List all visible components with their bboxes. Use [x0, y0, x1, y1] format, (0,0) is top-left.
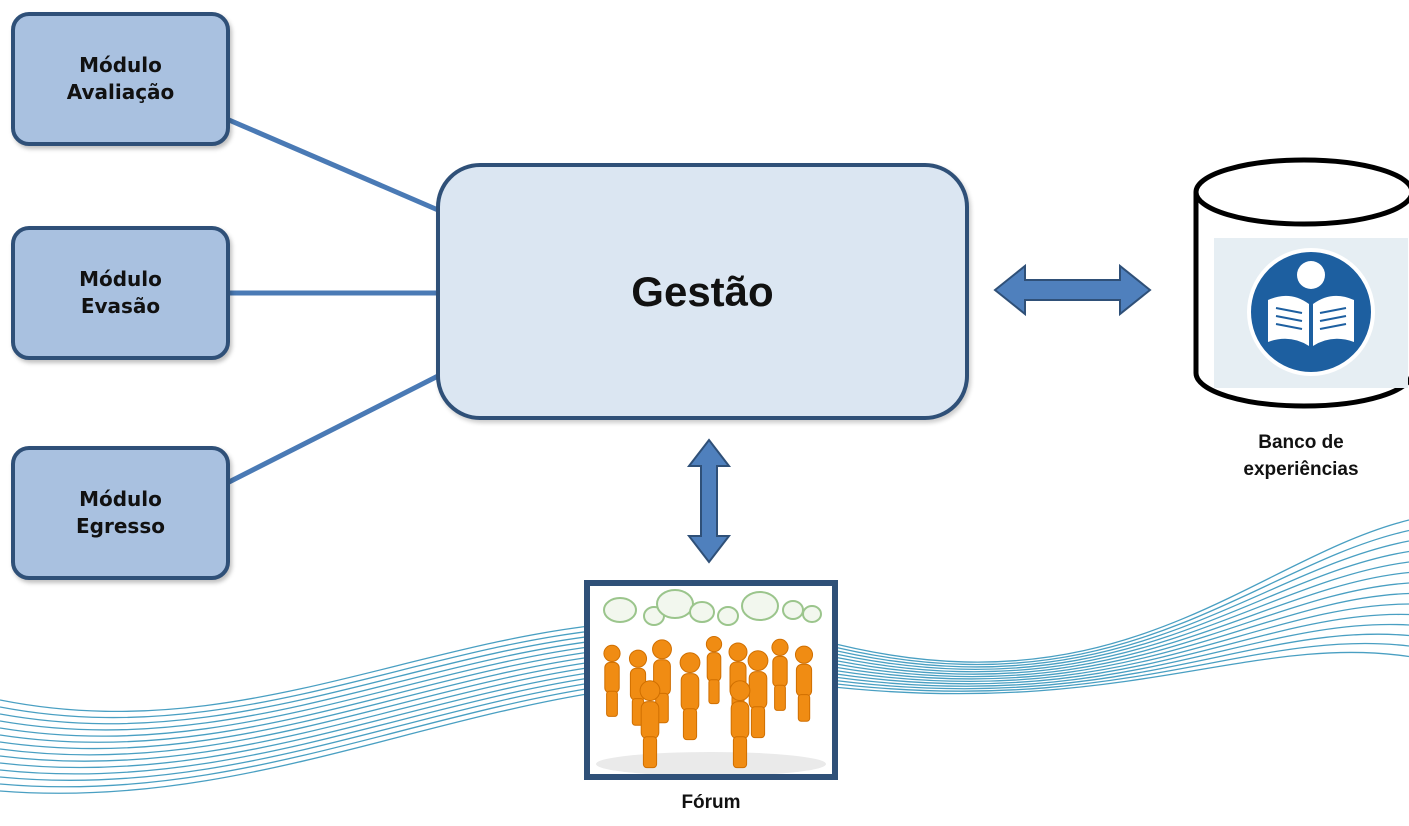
person-figure	[603, 644, 621, 717]
forum-label: Fórum	[681, 792, 741, 813]
database-label: Banco de experiências	[1190, 430, 1409, 483]
reading-book-icon	[1247, 248, 1375, 376]
module-avaliacao-line1: Módulo	[79, 53, 162, 77]
double-arrow-horizontal	[993, 263, 1152, 317]
person-figure	[639, 680, 661, 769]
person-figure	[747, 650, 769, 739]
person-figure	[652, 639, 672, 724]
gestao-box: Gestão	[436, 163, 969, 420]
person-figure	[729, 680, 751, 769]
forum-picture	[584, 580, 838, 780]
module-evasao-line2: Evasão	[80, 294, 161, 318]
person-figure	[794, 645, 814, 722]
database-label-line2: experiências	[1243, 458, 1359, 480]
module-egresso-line2: Egresso	[76, 514, 165, 538]
module-egresso-line1: Módulo	[79, 487, 162, 511]
module-evasao-line1: Módulo	[79, 267, 162, 291]
gestao-title: Gestão	[631, 267, 774, 315]
person-figure	[705, 635, 723, 705]
person-figure	[679, 652, 701, 741]
module-avaliacao-line2: Avaliação	[66, 80, 175, 104]
double-arrow-vertical	[686, 438, 732, 564]
connector-avaliacao	[228, 117, 439, 213]
people-discussion-illustration	[590, 586, 832, 774]
connector-egresso	[227, 373, 440, 485]
database-label-line1: Banco de	[1258, 432, 1344, 453]
person-figure	[771, 638, 789, 711]
